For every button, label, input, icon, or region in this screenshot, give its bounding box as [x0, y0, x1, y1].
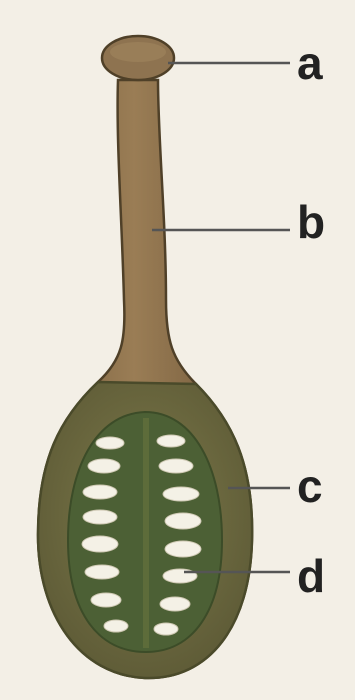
- ovule: [104, 620, 128, 632]
- ovule: [160, 597, 190, 611]
- ovule: [96, 437, 124, 449]
- ovule: [82, 536, 118, 552]
- ovule: [163, 487, 199, 501]
- ovule: [83, 485, 117, 499]
- ovule: [159, 459, 193, 473]
- ovule: [165, 541, 201, 557]
- ovule: [88, 459, 120, 473]
- ovule: [83, 510, 117, 524]
- ovule: [91, 593, 121, 607]
- ovule: [154, 623, 178, 635]
- label-c: c: [297, 463, 323, 509]
- ovule: [85, 565, 119, 579]
- label-a: a: [297, 40, 323, 86]
- label-b: b: [297, 199, 325, 245]
- ovule: [157, 435, 185, 447]
- label-d: d: [297, 553, 325, 599]
- ovule: [165, 513, 201, 529]
